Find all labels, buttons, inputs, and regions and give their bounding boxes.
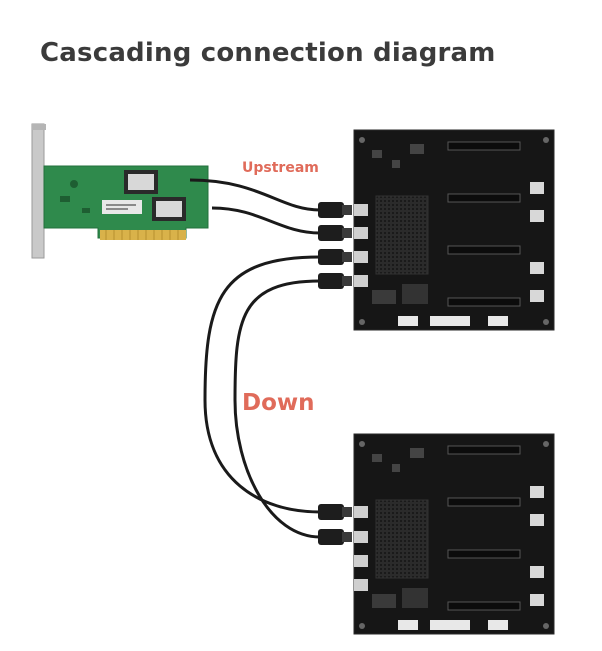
slimsas-connector-icon [318, 504, 352, 545]
cable-bundle [189, 178, 321, 539]
upstream-label: Upstream [242, 160, 319, 176]
pcie-adapter-card [31, 123, 209, 259]
expansion-backplane-board-bottom [353, 433, 555, 635]
diagram-title: Cascading connection diagram [40, 38, 496, 68]
expansion-backplane-board-top [353, 129, 555, 331]
slimsas-connector-icon [318, 202, 352, 289]
downstream-label: Down [242, 390, 315, 416]
